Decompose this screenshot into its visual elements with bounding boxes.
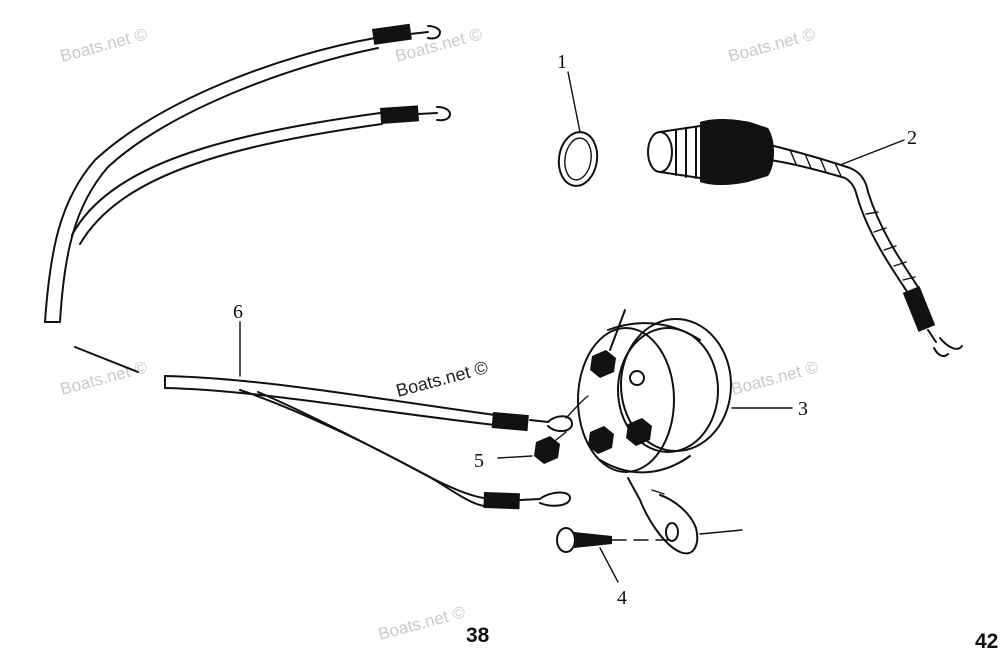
watermark: Boats.net © bbox=[58, 24, 149, 66]
page-number-left: 38 bbox=[466, 624, 490, 647]
callout-6: 6 bbox=[233, 301, 243, 323]
page-number-right: 42 bbox=[975, 630, 998, 652]
terminal-sleeve bbox=[491, 412, 529, 432]
watermark: Boats.net © bbox=[729, 357, 820, 399]
terminal-sleeve bbox=[902, 286, 936, 332]
watermark-layer: Boats.net © Boats.net © Boats.net © Boat… bbox=[58, 24, 820, 644]
retaining-ring bbox=[557, 131, 599, 187]
callout-4: 4 bbox=[617, 587, 627, 609]
watermark: Boats.net © bbox=[726, 24, 817, 66]
lamp-socket bbox=[647, 119, 963, 357]
mounting-screw bbox=[556, 527, 743, 553]
leader-lines bbox=[239, 71, 905, 583]
wire-harness bbox=[74, 346, 589, 510]
terminal-screw bbox=[534, 431, 567, 464]
watermark: Boats.net © bbox=[58, 357, 149, 399]
gauge-body bbox=[577, 309, 732, 555]
watermark-center: Boats.net © bbox=[394, 357, 490, 401]
callout-2: 2 bbox=[907, 127, 917, 149]
callout-5: 5 bbox=[474, 450, 484, 472]
watermark: Boats.net © bbox=[376, 602, 467, 644]
terminal-sleeve bbox=[379, 105, 420, 124]
terminal-sleeve bbox=[483, 492, 520, 510]
callout-3: 3 bbox=[798, 398, 808, 420]
callout-1: 1 bbox=[557, 51, 567, 73]
terminal-sleeve bbox=[371, 23, 412, 45]
upper-wire-harness bbox=[44, 23, 451, 323]
